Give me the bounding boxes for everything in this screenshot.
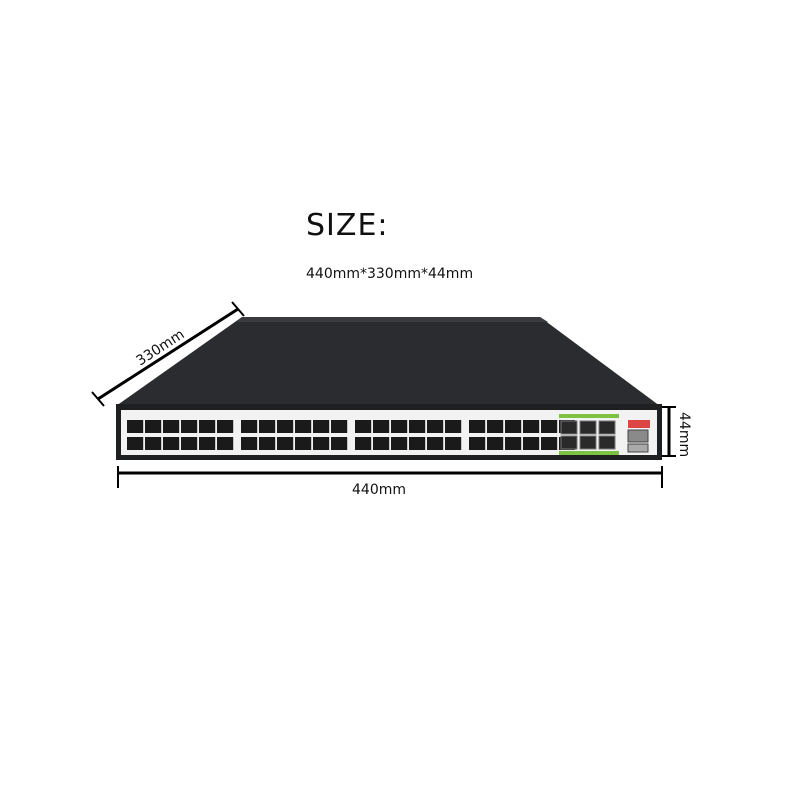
rj45-port bbox=[373, 437, 390, 450]
rj45-port bbox=[487, 420, 504, 433]
management-ports bbox=[627, 420, 650, 453]
rj45-port bbox=[391, 437, 408, 450]
rj45-port bbox=[541, 437, 558, 450]
rj45-port bbox=[217, 420, 234, 433]
rj45-port bbox=[313, 437, 330, 450]
rj45-port bbox=[199, 437, 216, 450]
rj45-port bbox=[127, 437, 144, 450]
rj45-port bbox=[409, 437, 426, 450]
sfp-port bbox=[560, 420, 578, 435]
rj45-port bbox=[199, 420, 216, 433]
rj45-port bbox=[277, 420, 294, 433]
rj45-port bbox=[145, 420, 162, 433]
sfp-port-group bbox=[559, 414, 619, 455]
rj45-port bbox=[445, 420, 462, 433]
rj45-port bbox=[409, 420, 426, 433]
sfp-indicator-top bbox=[559, 414, 619, 418]
rj45-port bbox=[163, 420, 180, 433]
rj45-port bbox=[163, 437, 180, 450]
rj45-port bbox=[523, 420, 540, 433]
rj45-port bbox=[241, 420, 258, 433]
rj45-port bbox=[313, 420, 330, 433]
size-spec: 440mm*330mm*44mm bbox=[306, 266, 474, 282]
rj45-port bbox=[469, 420, 486, 433]
sfp-indicator-bottom bbox=[559, 451, 619, 455]
rj45-port bbox=[505, 437, 522, 450]
rj45-port bbox=[181, 420, 198, 433]
sfp-port bbox=[579, 420, 597, 435]
rj45-port bbox=[295, 420, 312, 433]
rj45-port bbox=[355, 437, 372, 450]
height-label: 44mm bbox=[676, 412, 692, 457]
rj45-port bbox=[523, 437, 540, 450]
rj45-port bbox=[241, 437, 258, 450]
rj45-port bbox=[127, 420, 144, 433]
sfp-port bbox=[598, 435, 616, 450]
rj45-port bbox=[217, 437, 234, 450]
rj45-port bbox=[355, 420, 372, 433]
switch-top bbox=[116, 317, 660, 406]
rj45-port bbox=[331, 437, 348, 450]
rj45-port bbox=[541, 420, 558, 433]
rj45-port bbox=[445, 437, 462, 450]
height-dimension: 44mm bbox=[662, 406, 692, 457]
rj45-port bbox=[427, 437, 444, 450]
rj45-port bbox=[373, 420, 390, 433]
width-label: 440mm bbox=[352, 482, 406, 498]
rj45-port bbox=[391, 420, 408, 433]
rj45-port bbox=[259, 420, 276, 433]
size-heading: SIZE: bbox=[306, 208, 389, 243]
rj45-port bbox=[505, 420, 522, 433]
rj45-port bbox=[295, 437, 312, 450]
rj45-port bbox=[331, 420, 348, 433]
rj45-port bbox=[469, 437, 486, 450]
sfp-port bbox=[579, 435, 597, 450]
sfp-port bbox=[598, 420, 616, 435]
rj45-port bbox=[487, 437, 504, 450]
width-dimension: 440mm bbox=[117, 466, 663, 498]
rj45-port bbox=[427, 420, 444, 433]
rj45-port bbox=[259, 437, 276, 450]
rj45-port bbox=[145, 437, 162, 450]
rj45-port bbox=[181, 437, 198, 450]
rj45-port bbox=[277, 437, 294, 450]
sfp-port bbox=[560, 435, 578, 450]
